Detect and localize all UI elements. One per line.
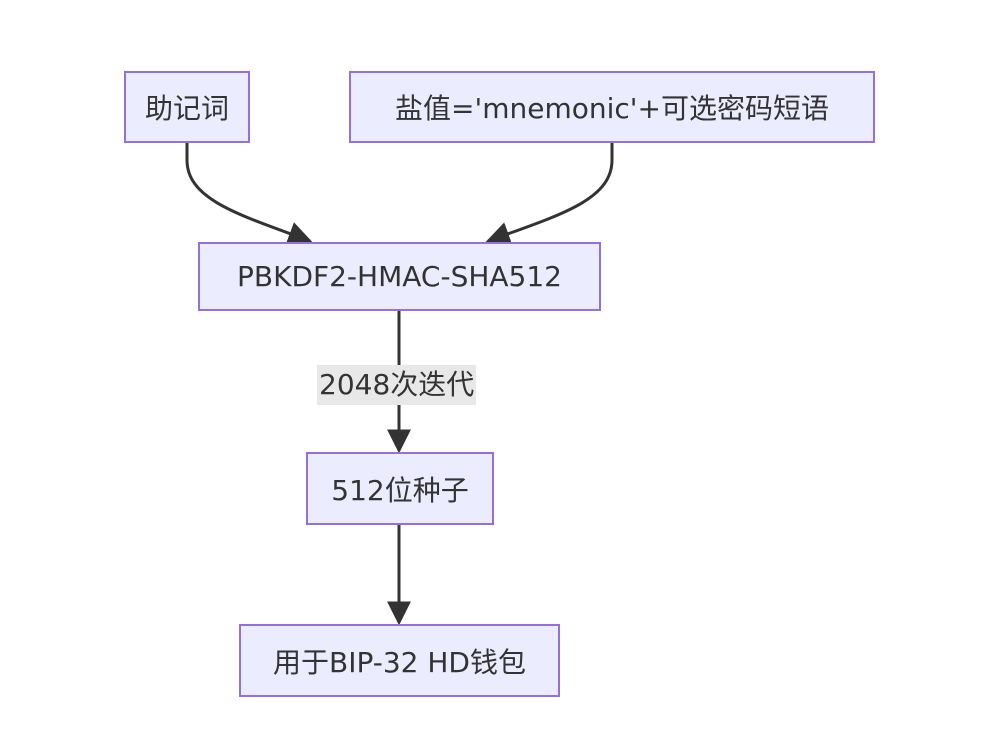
node-seed: 512位种子 [306, 452, 494, 525]
node-mnemonic-label: 助记词 [144, 92, 229, 125]
node-mnemonic: 助记词 [124, 71, 250, 143]
node-salt: 盐值='mnemonic'+可选密码短语 [349, 71, 875, 143]
edge-salt-to-pbkdf2 [485, 143, 614, 245]
node-wallet-label: 用于BIP-32 HD钱包 [273, 645, 526, 679]
node-wallet: 用于BIP-32 HD钱包 [239, 624, 560, 697]
edge-mnemonic-to-pbkdf2 [185, 143, 313, 245]
node-seed-label: 512位种子 [331, 473, 469, 507]
node-salt-label: 盐值='mnemonic'+可选密码短语 [395, 92, 829, 125]
edge-label-iterations: 2048次迭代 [317, 365, 477, 405]
node-pbkdf2-label: PBKDF2-HMAC-SHA512 [237, 260, 562, 293]
node-pbkdf2: PBKDF2-HMAC-SHA512 [198, 242, 601, 311]
